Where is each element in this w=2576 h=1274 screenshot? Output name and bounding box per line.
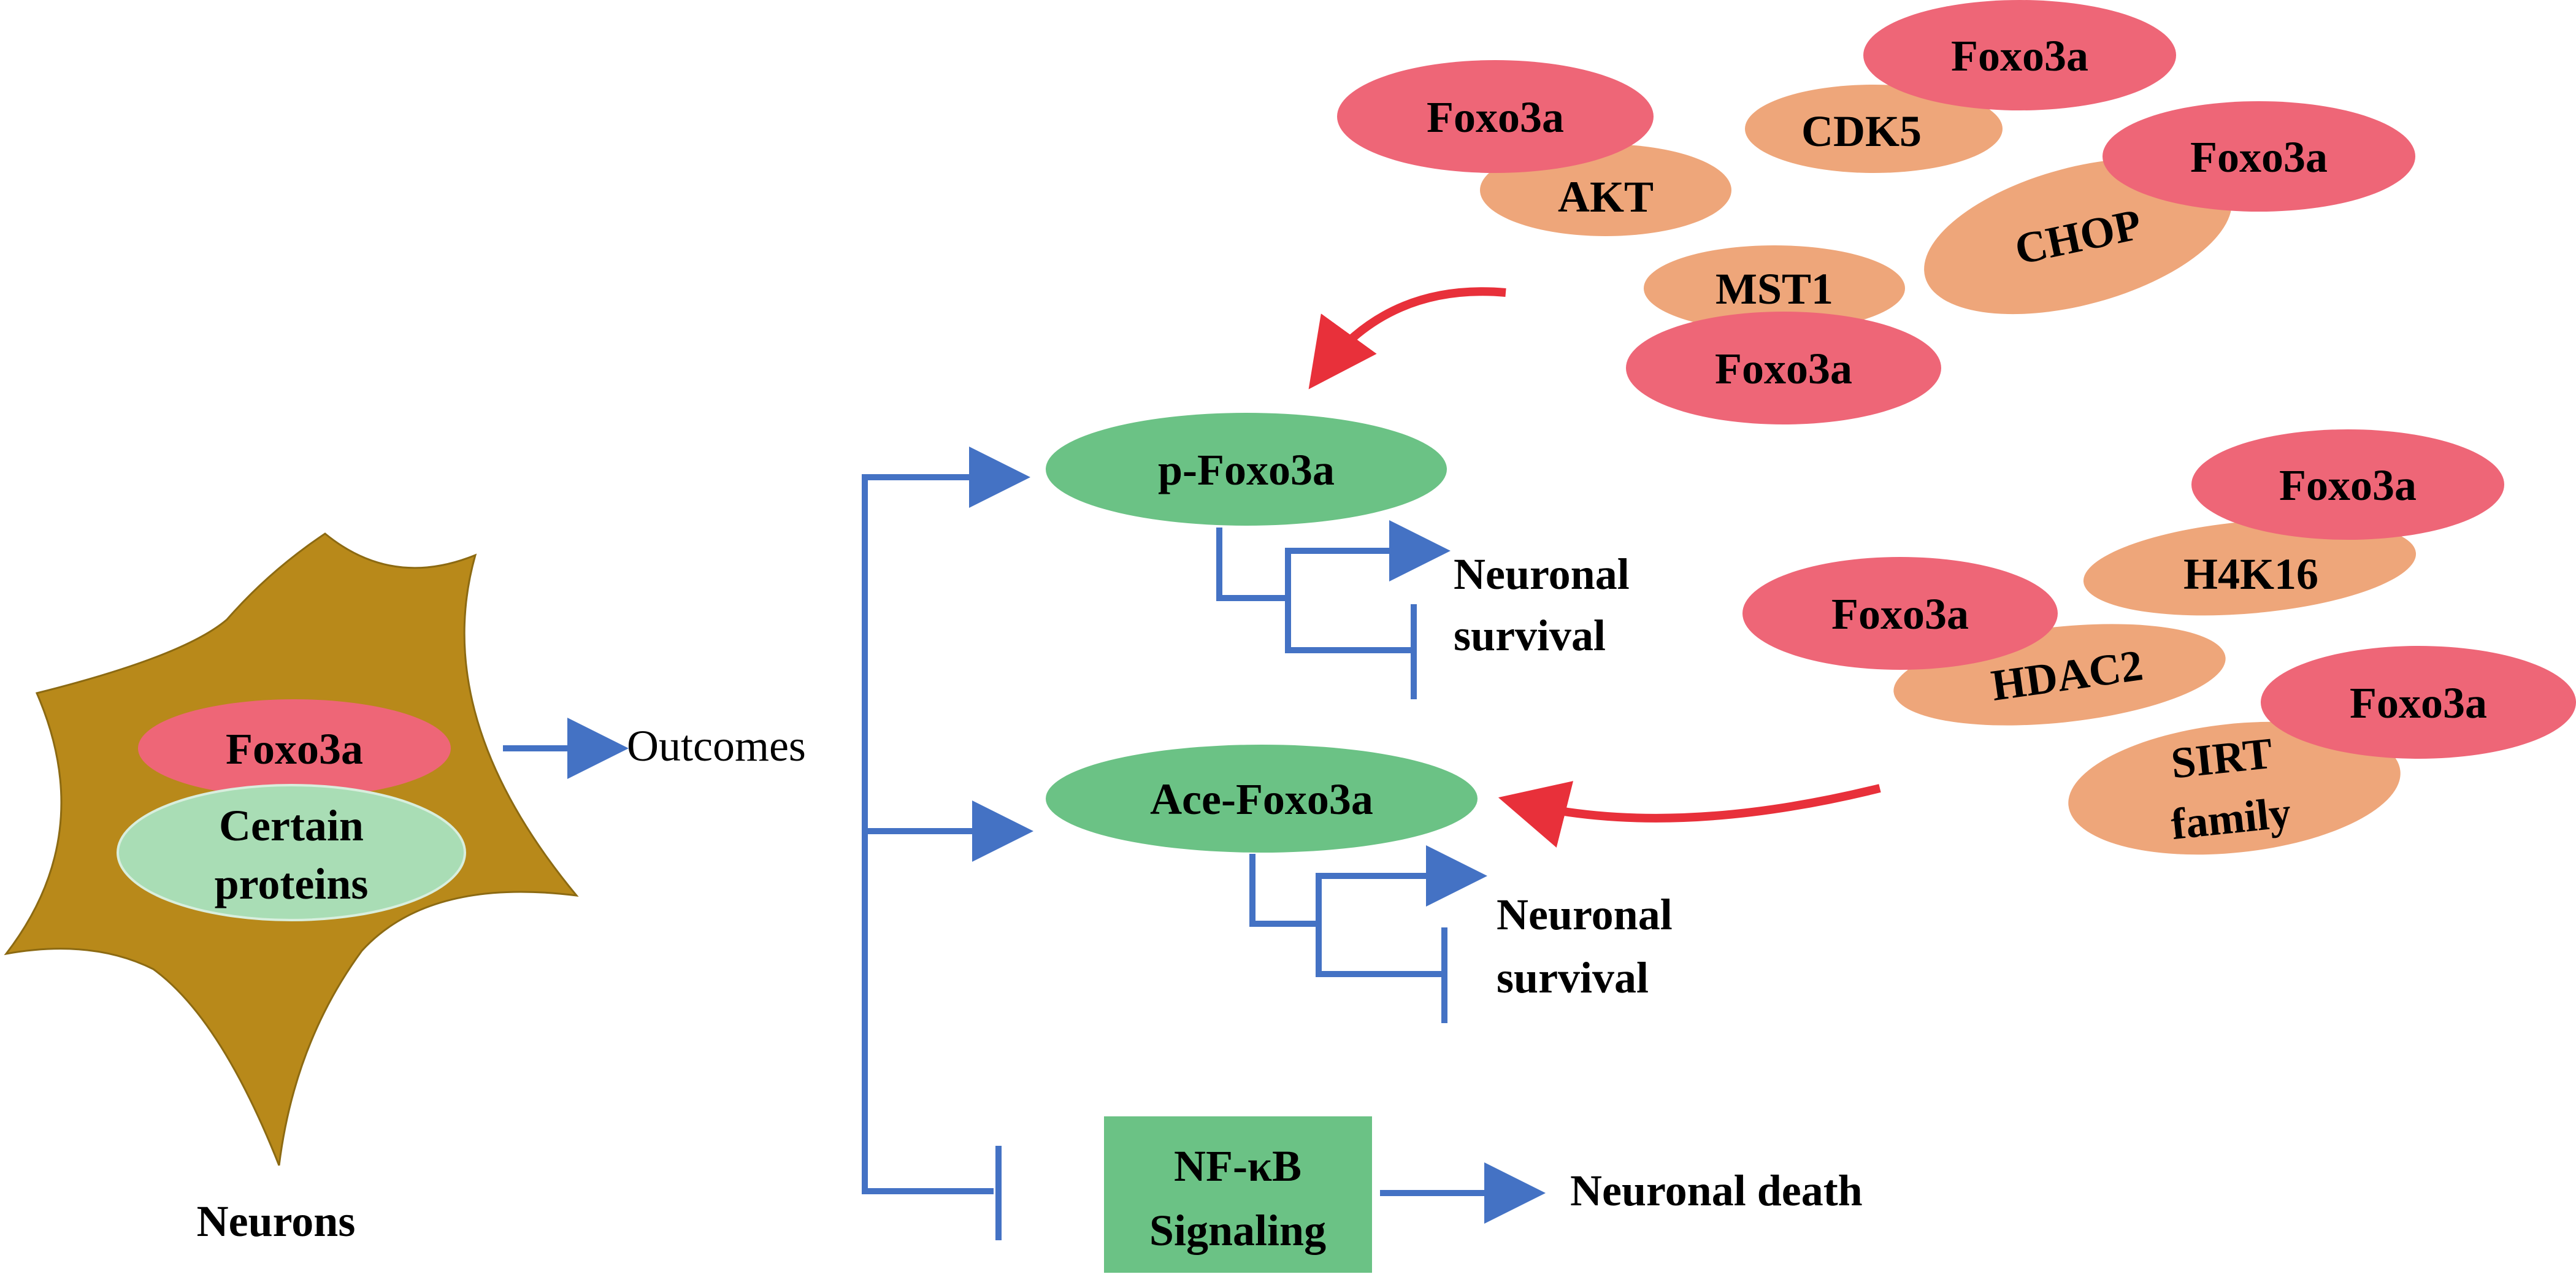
nfkb-line2: Signaling bbox=[1149, 1206, 1326, 1255]
certain-proteins-ellipse bbox=[117, 784, 466, 921]
p-foxo3a-branch bbox=[1216, 520, 1451, 699]
sirt-foxo3a-label: Foxo3a bbox=[2350, 678, 2487, 727]
h4k16-ellipse bbox=[2083, 519, 2417, 616]
cdk5-foxo3a-ellipse bbox=[1863, 0, 2176, 110]
cdk5-complex: Foxo3a CDK5 bbox=[1745, 0, 2176, 173]
akt-foxo3a-ellipse bbox=[1337, 60, 1654, 173]
ace-foxo3a-node bbox=[1046, 745, 1478, 853]
mst1-label: MST1 bbox=[1715, 264, 1833, 313]
certain-proteins-line1: Certain bbox=[219, 801, 364, 850]
cdk5-ellipse bbox=[1745, 85, 2003, 173]
p-foxo3a-survival-line1: Neuronal bbox=[1454, 550, 1630, 599]
ace-foxo3a-branch bbox=[1249, 845, 1487, 1023]
hdac2-foxo3a-ellipse bbox=[1742, 557, 2058, 670]
akt-foxo3a-label: Foxo3a bbox=[1427, 93, 1564, 142]
mst1-foxo3a-label: Foxo3a bbox=[1715, 344, 1852, 393]
nfkb-signaling-box bbox=[1104, 1116, 1372, 1273]
acetylation-red-arrow bbox=[1498, 781, 1881, 848]
akt-label: AKT bbox=[1558, 172, 1654, 221]
h4k16-foxo3a-ellipse bbox=[2191, 429, 2504, 540]
neuron-foxo3a-ellipse bbox=[138, 699, 451, 797]
p-foxo3a-label: p-Foxo3a bbox=[1158, 445, 1335, 494]
neuronal-death-label: Neuronal death bbox=[1570, 1166, 1863, 1215]
neuron-foxo3a-label: Foxo3a bbox=[226, 724, 363, 773]
chop-complex: Foxo3a CHOP bbox=[1924, 101, 2415, 315]
hdac2-complex: Foxo3a HDAC2 bbox=[1742, 557, 2226, 726]
h4k16-foxo3a-label: Foxo3a bbox=[2279, 461, 2417, 510]
cdk5-label: CDK5 bbox=[1801, 107, 1922, 156]
sirt-foxo3a-ellipse bbox=[2261, 646, 2576, 759]
p-foxo3a-survival-line2: survival bbox=[1454, 611, 1606, 660]
chop-foxo3a-label: Foxo3a bbox=[2190, 132, 2328, 182]
ace-foxo3a-survival-line1: Neuronal bbox=[1497, 890, 1673, 939]
ace-foxo3a-survival-line2: survival bbox=[1497, 953, 1649, 1002]
neuron-cell: Foxo3a Certain proteins bbox=[4, 532, 579, 1166]
sirt-ellipse bbox=[2068, 721, 2401, 855]
outcomes-label: Outcomes bbox=[627, 721, 806, 770]
phosphorylation-red-arrow bbox=[1308, 287, 1506, 389]
outcomes-bracket bbox=[862, 447, 1033, 1240]
chop-foxo3a-ellipse bbox=[2103, 101, 2415, 212]
mst1-ellipse bbox=[1644, 245, 1905, 331]
mst1-complex: MST1 Foxo3a bbox=[1626, 245, 1941, 424]
h4k16-label: H4K16 bbox=[2183, 550, 2318, 599]
sirt-complex: Foxo3a SIRT family bbox=[2068, 646, 2576, 855]
cdk5-foxo3a-label: Foxo3a bbox=[1951, 31, 2088, 80]
mst1-foxo3a-ellipse bbox=[1626, 312, 1941, 424]
p-foxo3a-node bbox=[1046, 413, 1447, 526]
nfkb-line1: NF-κB bbox=[1174, 1142, 1301, 1191]
neurons-label: Neurons bbox=[197, 1197, 356, 1246]
certain-proteins-line2: proteins bbox=[215, 859, 369, 908]
sirt-label-line1: SIRT bbox=[2169, 729, 2275, 788]
akt-complex: Foxo3a AKT bbox=[1337, 60, 1731, 236]
ace-foxo3a-label: Ace-Foxo3a bbox=[1150, 775, 1373, 824]
h4k16-complex: Foxo3a H4K16 bbox=[2083, 429, 2504, 616]
hdac2-foxo3a-label: Foxo3a bbox=[1831, 589, 1969, 639]
